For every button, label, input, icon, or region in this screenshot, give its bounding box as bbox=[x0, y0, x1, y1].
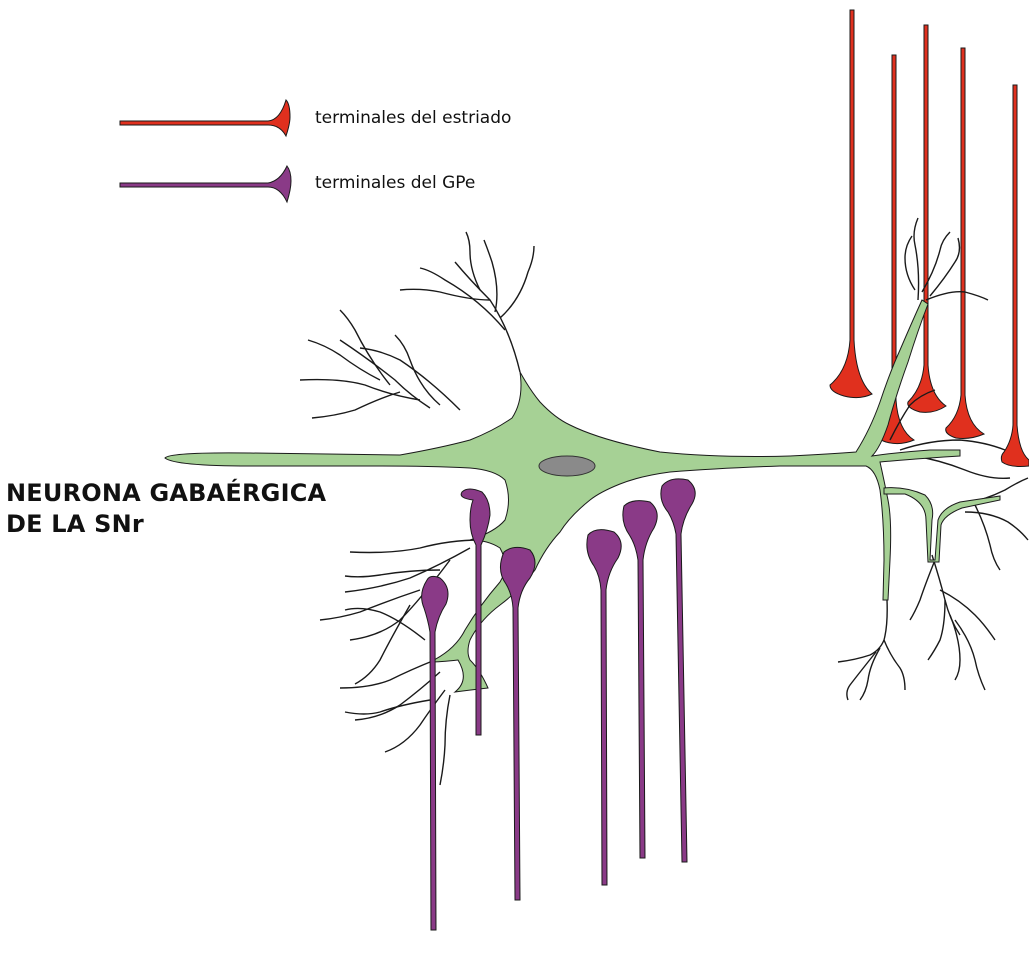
dendrite-twig bbox=[385, 690, 445, 752]
nucleus bbox=[539, 456, 595, 476]
dendrite-twig bbox=[900, 440, 1005, 450]
red-terminal-icon bbox=[120, 100, 290, 136]
dendrite-twig bbox=[355, 605, 410, 684]
dendrite-twig bbox=[940, 590, 995, 640]
dendrite-twig bbox=[340, 660, 435, 688]
red-terminals bbox=[830, 10, 1029, 467]
dendrite-twig bbox=[395, 335, 440, 405]
dendrite-twig bbox=[914, 218, 919, 300]
neuron-title-line1: NEURONA GABAÉRGICA bbox=[6, 478, 326, 509]
red-terminal-1 bbox=[830, 10, 872, 398]
neuron-branch bbox=[884, 488, 1000, 562]
dendrite-twig bbox=[928, 600, 945, 660]
dendrite-twig bbox=[847, 652, 876, 700]
dendrite-twig bbox=[312, 392, 400, 418]
dendrite-twig bbox=[884, 640, 905, 690]
legend-purple-terminal bbox=[120, 166, 291, 202]
dendrite-twig bbox=[345, 548, 470, 592]
legend-red-terminal bbox=[120, 100, 290, 136]
dendrite-twig bbox=[440, 695, 450, 785]
dendrite-twig bbox=[932, 555, 960, 635]
dendrite-twig bbox=[926, 292, 988, 300]
dendrite-twig bbox=[860, 648, 880, 700]
dendrite-twig bbox=[300, 380, 420, 400]
dendrite-twig bbox=[965, 512, 1028, 540]
dendrite-twig bbox=[838, 600, 887, 662]
dendrite-twig bbox=[455, 262, 520, 372]
red-terminal-3 bbox=[908, 25, 946, 412]
purple-terminals bbox=[422, 479, 696, 930]
dendrite-twig bbox=[420, 268, 505, 330]
legend-label-gpe: terminales del GPe bbox=[315, 173, 475, 193]
neuron-title: NEURONA GABAÉRGICA DE LA SNr bbox=[6, 478, 326, 540]
dendrite-twig bbox=[905, 236, 915, 290]
dendrite-twig bbox=[355, 672, 440, 720]
red-terminal-4 bbox=[946, 48, 984, 439]
purple-terminal-5 bbox=[623, 501, 657, 858]
dendrite-twig bbox=[466, 232, 480, 290]
purple-terminal-icon bbox=[120, 166, 291, 202]
dendrite-twig bbox=[340, 310, 390, 385]
neuron-title-line2: DE LA SNr bbox=[6, 509, 326, 540]
purple-terminal-6 bbox=[661, 479, 695, 862]
dendrite-twig bbox=[910, 560, 935, 620]
purple-terminal-4 bbox=[587, 530, 621, 885]
red-terminal-5 bbox=[1001, 85, 1029, 467]
dendrite-twig bbox=[400, 289, 490, 300]
legend-label-striatal: terminales del estriado bbox=[315, 108, 511, 128]
dendrite-twig bbox=[350, 540, 480, 553]
dendrite-twig bbox=[500, 246, 534, 318]
